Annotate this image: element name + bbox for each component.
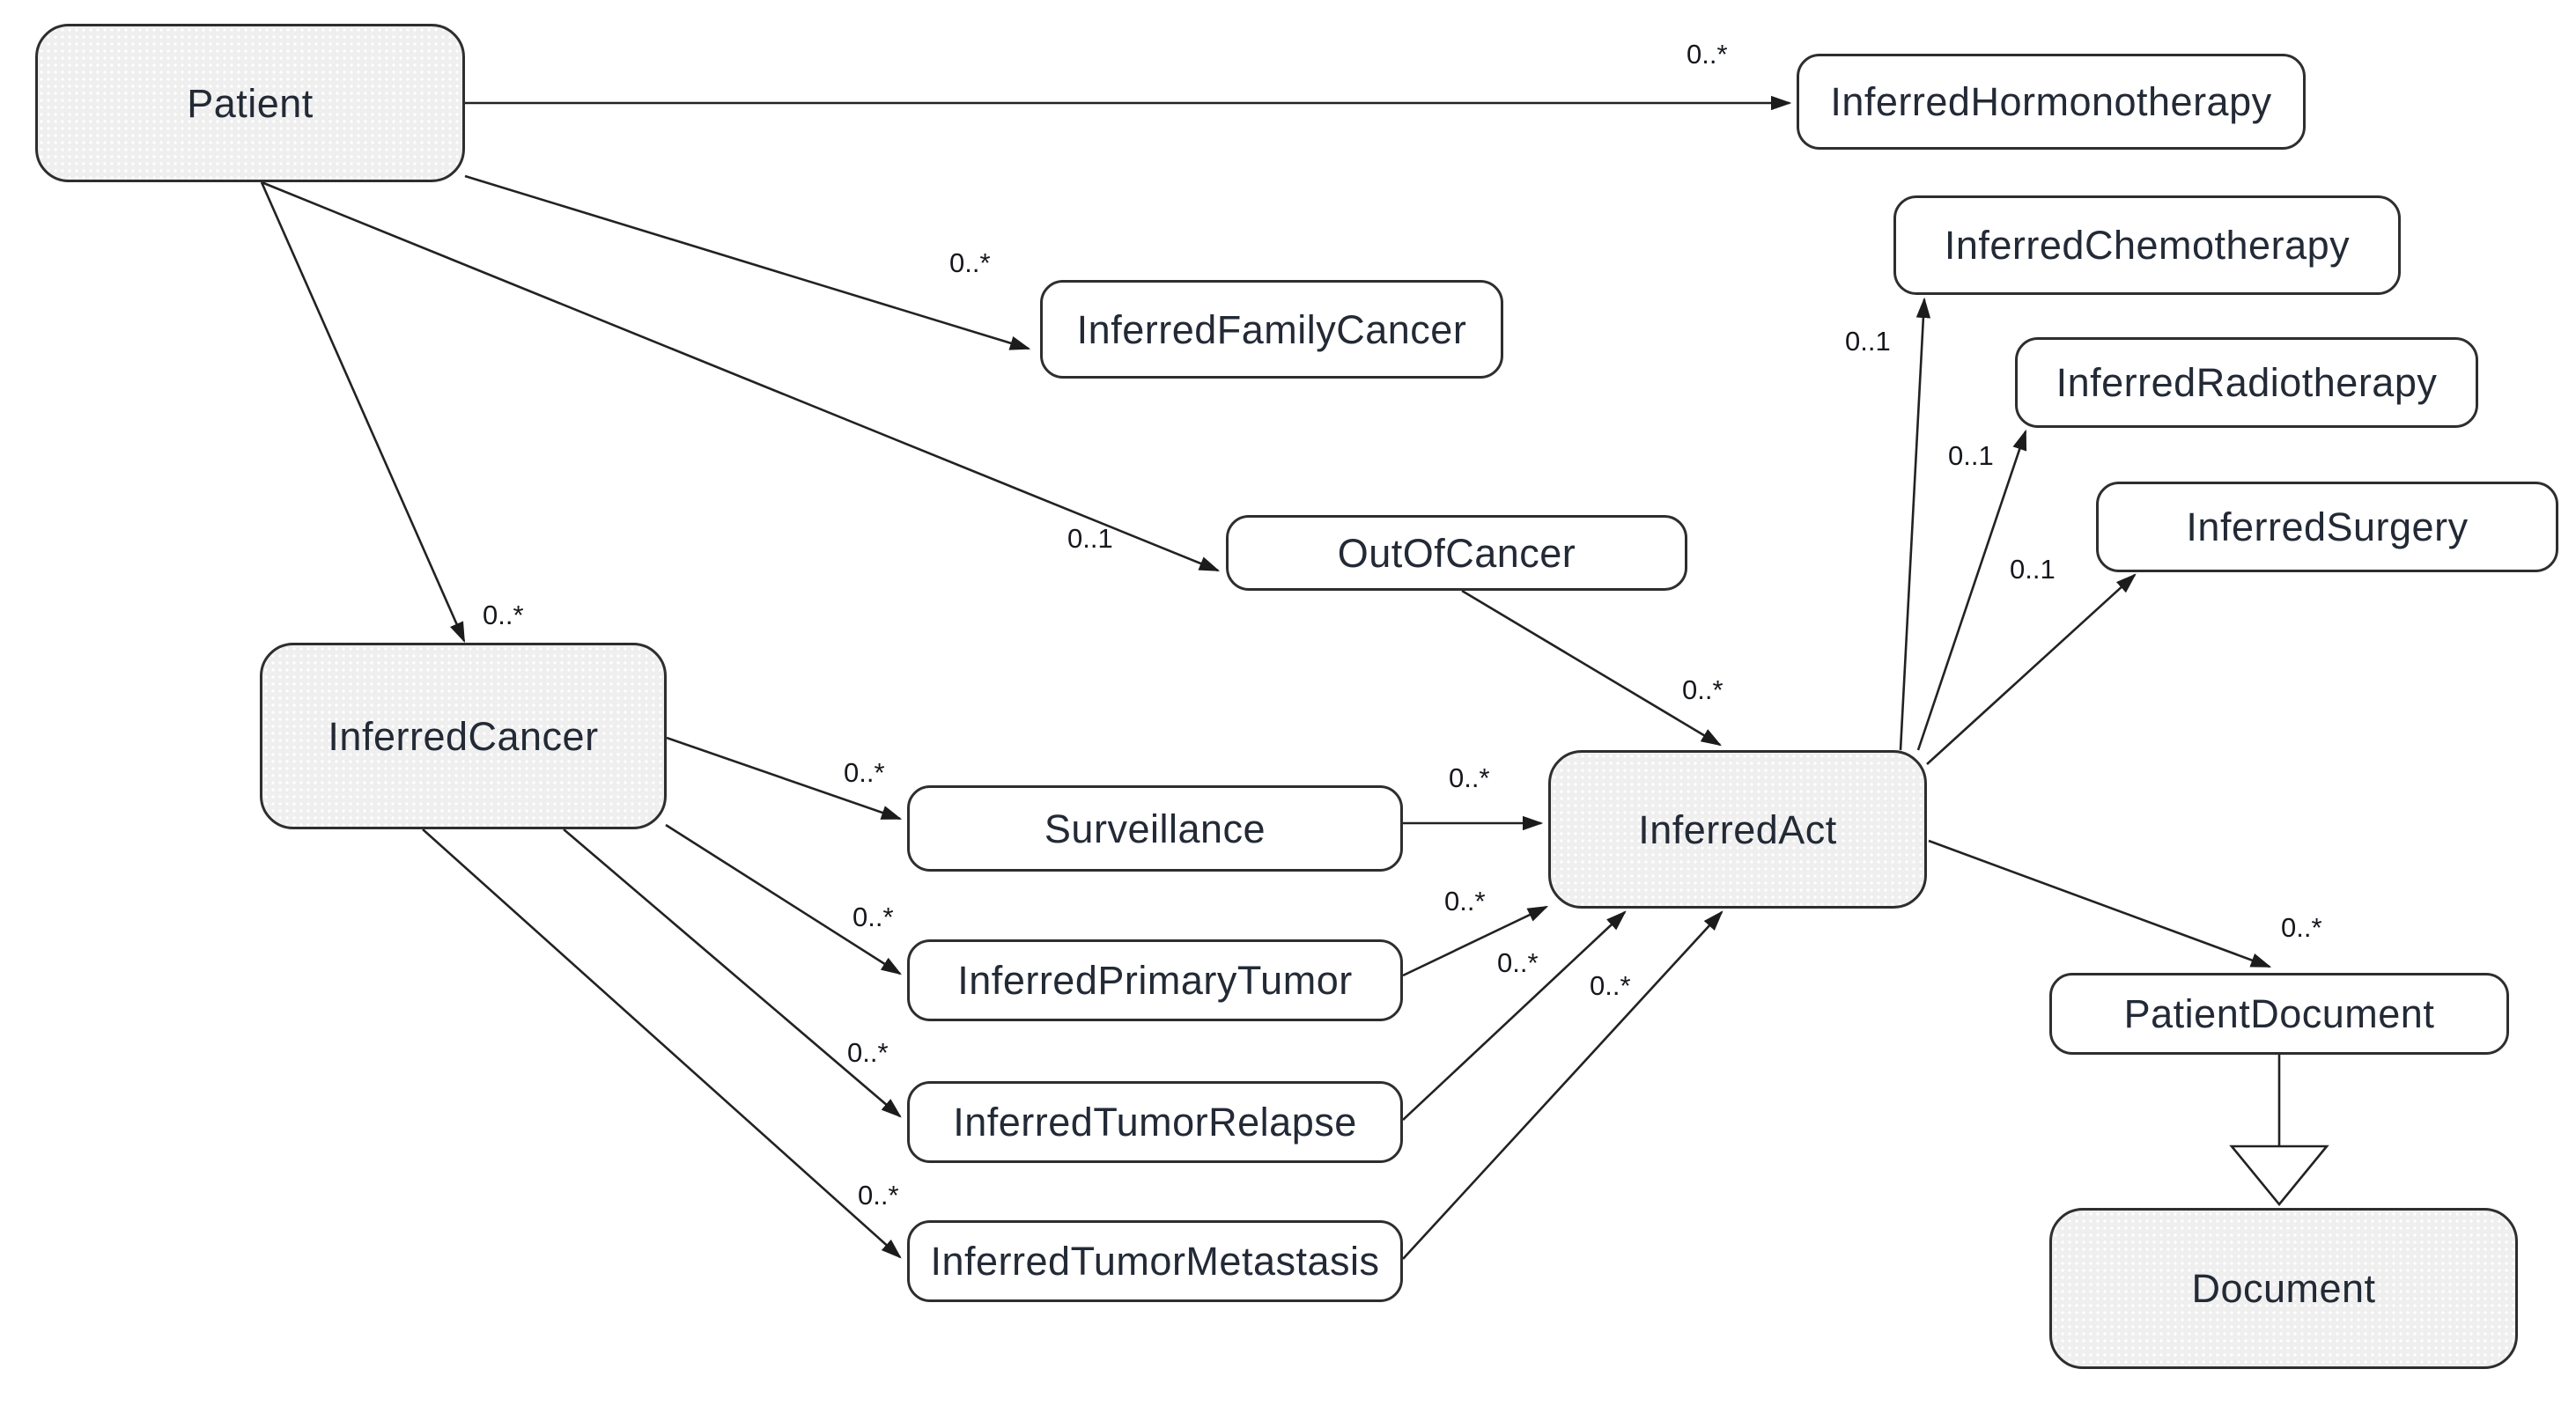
edge-label-inferredact-inferredsurgery: 0..1 [2010,554,2056,585]
edge-label-patient-outofcancer: 0..1 [1067,523,1113,554]
node-inferredtumormetastasis-label: InferredTumorMetastasis [930,1239,1380,1284]
node-inferredradiotherapy: InferredRadiotherapy [2015,337,2478,428]
edge-patient-inferredfamilycancer [464,174,1031,350]
edge-label-inferredcancer-inferredprimarytumor: 0..* [853,902,894,932]
edge-inferredcancer-inferredtumormetastasis [422,828,902,1259]
edge-inferredtumormetastasis-inferredact [1402,910,1723,1260]
node-inferredsurgery: InferredSurgery [2096,482,2558,572]
node-document: Document [2049,1208,2518,1369]
node-inferredfamilycancer: InferredFamilyCancer [1040,280,1503,379]
edge-label-inferredcancer-surveillance: 0..* [844,757,885,788]
node-surveillance-label: Surveillance [1044,806,1266,851]
node-inferredtumormetastasis: InferredTumorMetastasis [907,1220,1403,1302]
edge-label-inferredprimarytumor-inferredact: 0..* [1444,886,1486,916]
edge-inferredcancer-inferredprimarytumor [665,823,902,975]
edge-label-inferredcancer-inferredtumormetastasis: 0..* [858,1180,899,1211]
edge-label-inferredcancer-inferredtumorrelapse: 0..* [847,1037,889,1068]
edge-label-outofcancer-inferredact: 0..* [1682,674,1723,705]
edge-label-inferredact-patientdocument: 0..* [2281,912,2322,943]
edge-patient-outofcancer [261,180,1221,572]
node-inferredact: InferredAct [1548,750,1927,909]
node-inferredtumorrelapse-label: InferredTumorRelapse [953,1100,1357,1145]
node-inferredchemotherapy-label: InferredChemotherapy [1944,223,2351,268]
edge-inferredcancer-surveillance [666,736,903,821]
edge-outofcancer-inferredact [1461,589,1723,747]
node-inferredfamilycancer-label: InferredFamilyCancer [1076,306,1467,352]
edge-inferredcancer-inferredtumorrelapse [563,828,902,1118]
node-outofcancer: OutOfCancer [1226,515,1687,591]
node-inferredtumorrelapse: InferredTumorRelapse [907,1081,1403,1163]
node-patientdocument: PatientDocument [2049,973,2509,1055]
edge-patient-inferredcancer [260,181,466,644]
node-inferredsurgery-label: InferredSurgery [2186,504,2469,549]
node-inferredprimarytumor-label: InferredPrimaryTumor [957,958,1353,1003]
edge-label-patient-inferredcancer: 0..* [483,600,524,630]
edge-inferredact-patientdocument [1928,839,2272,968]
edge-label-inferredact-inferredradiotherapy: 0..1 [1948,440,1994,471]
edge-inferredtumorrelapse-inferredact [1402,910,1627,1121]
edge-inferredact-inferredchemotherapy [1899,297,1931,751]
node-patient: Patient [35,24,465,182]
edge-label-inferredtumormetastasis-inferredact: 0..* [1590,970,1631,1001]
node-inferredradiotherapy-label: InferredRadiotherapy [2056,360,2438,405]
generalization-arrowhead [2229,1145,2329,1207]
node-outofcancer-label: OutOfCancer [1337,530,1576,576]
edge-inferredact-inferredradiotherapy [1916,429,2027,751]
node-inferredhormonotherapy: InferredHormonotherapy [1797,54,2306,150]
edge-label-patient-inferredhormonotherapy: 0..* [1687,39,1728,70]
node-surveillance: Surveillance [907,785,1403,872]
edge-inferredprimarytumor-inferredact [1402,905,1549,977]
node-inferredprimarytumor: InferredPrimaryTumor [907,939,1403,1021]
node-inferredcancer-label: InferredCancer [328,713,599,759]
node-document-label: Document [2191,1266,2376,1311]
edge-inferredact-inferredsurgery [1926,573,2137,765]
node-inferredact-label: InferredAct [1638,806,1837,852]
edge-label-inferredtumorrelapse-inferredact: 0..* [1497,947,1539,978]
node-patientdocument-label: PatientDocument [2123,991,2435,1036]
node-inferredcancer: InferredCancer [260,643,667,829]
node-inferredchemotherapy: InferredChemotherapy [1893,195,2401,295]
node-inferredhormonotherapy-label: InferredHormonotherapy [1830,79,2272,124]
edge-label-surveillance-inferredact: 0..* [1449,762,1490,793]
node-patient-label: Patient [187,80,314,126]
edge-label-patient-inferredfamilycancer: 0..* [949,247,991,278]
edge-label-inferredact-inferredchemotherapy: 0..1 [1845,326,1891,357]
